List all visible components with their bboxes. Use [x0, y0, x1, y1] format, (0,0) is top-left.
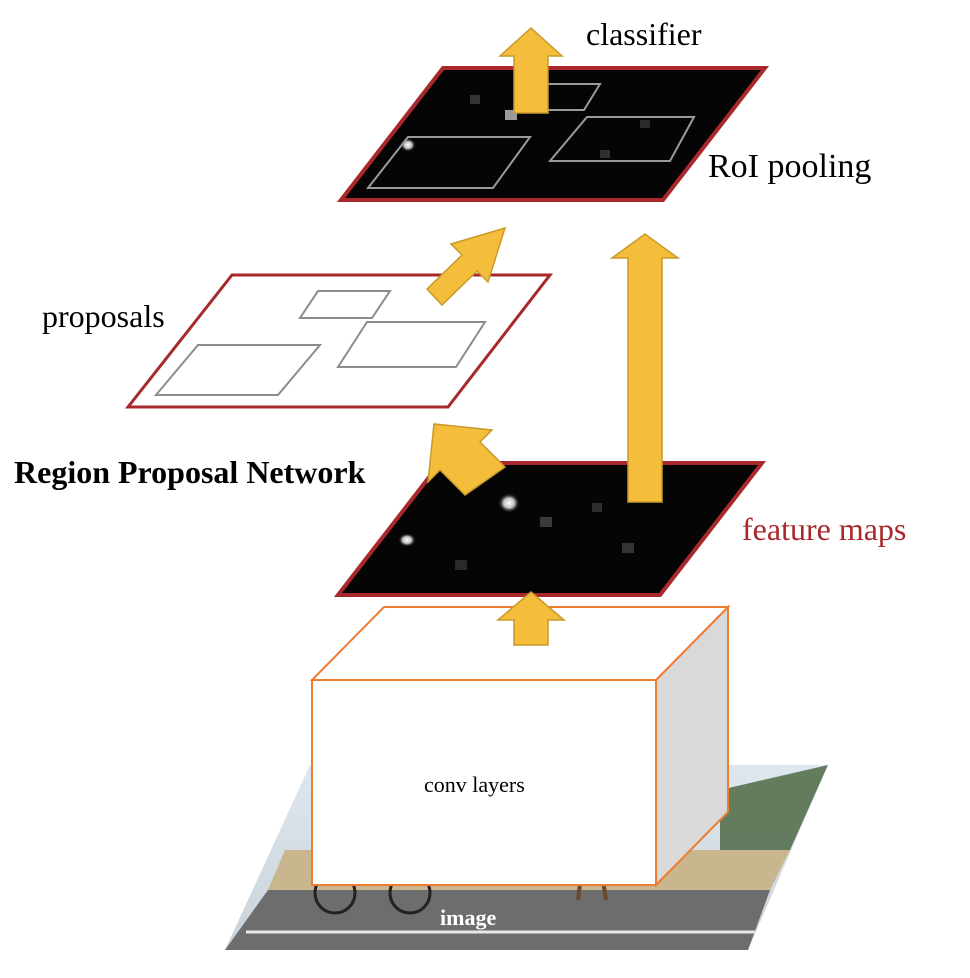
image-label: image: [440, 905, 497, 930]
proposals-label: proposals: [42, 298, 165, 334]
roi-pooling-plane: [336, 66, 770, 202]
region-proposal-network-label: Region Proposal Network: [14, 454, 366, 490]
feature-maps-label: feature maps: [742, 511, 907, 547]
arrow-proposals-to-roi: [425, 226, 507, 307]
arrow-roi-to-classifier: [498, 26, 564, 114]
arrow-conv-to-feature-maps: [495, 591, 567, 646]
conv-layers-label: conv layers: [424, 772, 525, 797]
feature-maps-plane: [333, 461, 767, 597]
proposals-plane: [124, 273, 554, 409]
classifier-label: classifier: [586, 16, 702, 52]
arrow-feature-maps-to-roi: [609, 233, 681, 503]
roi-pooling-label: RoI pooling: [708, 148, 872, 185]
arrow-feature-maps-to-proposals: [427, 423, 507, 496]
conv-layers-box: [309, 604, 731, 888]
